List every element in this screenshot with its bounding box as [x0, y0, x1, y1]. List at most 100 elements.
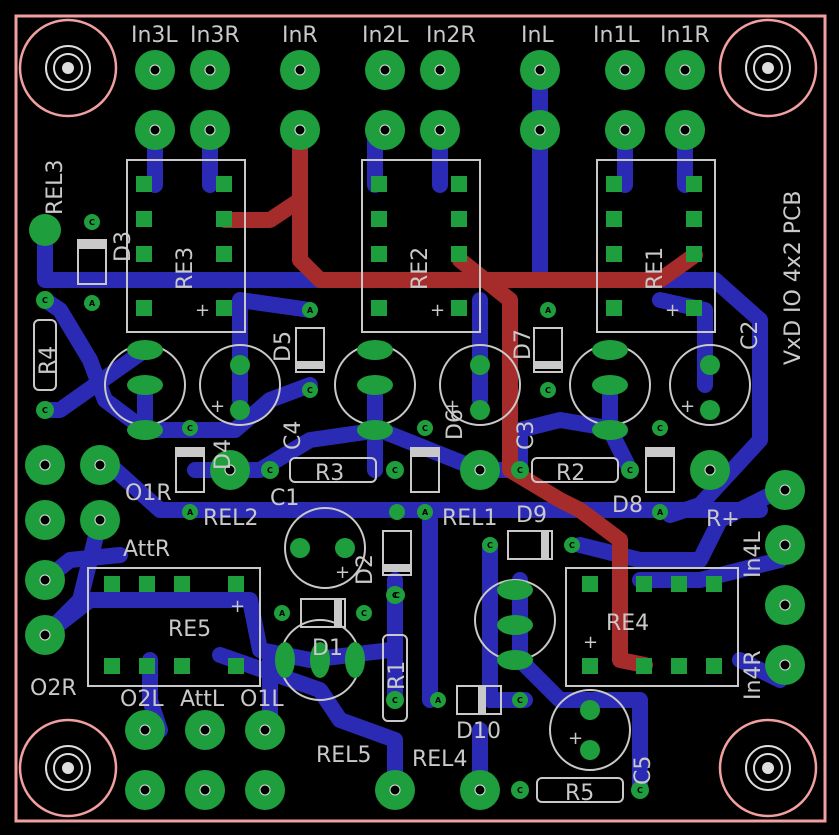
board-title: VxD IO 4x2 PCB: [781, 190, 806, 365]
label-d9: D9: [516, 503, 547, 528]
svg-text:C: C: [487, 541, 493, 550]
svg-text:A: A: [89, 299, 96, 308]
svg-text:+: +: [680, 396, 695, 417]
svg-text:+: +: [665, 300, 680, 321]
label-rel5: REL5: [316, 743, 371, 768]
label-re2: RE2: [408, 247, 433, 290]
resistor-bodies: [33, 319, 624, 803]
svg-text:+: +: [195, 300, 210, 321]
label-r2: R2: [556, 461, 585, 486]
label-d1: D1: [312, 636, 343, 661]
label-attl: AttL: [180, 687, 225, 712]
label-inr: InR: [282, 23, 318, 48]
component-pads: [36, 214, 720, 799]
svg-text:C: C: [392, 466, 398, 475]
svg-text:A: A: [307, 306, 314, 315]
label-rel4: REL4: [412, 747, 467, 772]
label-o1r: O1R: [125, 481, 172, 506]
svg-text:C: C: [42, 406, 48, 415]
label-in1r: In1R: [660, 23, 710, 48]
svg-text:A: A: [422, 508, 429, 517]
label-d8: D8: [612, 493, 643, 518]
label-c3: C3: [514, 421, 539, 450]
svg-text:C: C: [517, 696, 523, 705]
label-attr: AttR: [123, 537, 170, 562]
svg-text:C: C: [627, 466, 633, 475]
label-rel3: REL3: [43, 160, 68, 215]
label-r4: R4: [36, 346, 61, 375]
svg-text:C: C: [42, 296, 48, 305]
svg-text:A: A: [187, 508, 194, 517]
relay-pads: [104, 176, 722, 674]
label-d2: D2: [353, 554, 378, 585]
mounting-hole-bl: [18, 718, 118, 818]
label-in4l: In4L: [741, 531, 766, 578]
label-c5: C5: [631, 756, 656, 785]
label-in1l: In1L: [593, 23, 640, 48]
label-rel2: REL2: [203, 506, 258, 531]
svg-text:C: C: [517, 466, 523, 475]
label-o1l: O1L: [240, 687, 284, 712]
capacitor-outlines: [104, 344, 751, 771]
header-labels: In3L In3R InR In2L In2R InL In1L In1R: [131, 23, 710, 48]
svg-text:C: C: [361, 609, 367, 618]
label-c1: C1: [270, 486, 299, 511]
label-re4: RE4: [606, 611, 649, 636]
diode-labels: D3 D5 D7 D4 D6 D8 D9 D2 D10: [111, 231, 643, 744]
label-in3l: In3L: [131, 23, 178, 48]
svg-text:C: C: [422, 424, 428, 433]
svg-text:C: C: [517, 786, 523, 795]
mounting-hole-tr: [718, 18, 818, 118]
label-c4: C4: [281, 421, 306, 450]
label-r-plus: R+: [706, 507, 740, 532]
svg-text:C: C: [657, 424, 663, 433]
label-o2l: O2L: [120, 687, 164, 712]
label-in2r: In2R: [426, 23, 476, 48]
relay-labels: RE3 RE2 RE1 RE5 RE4: [168, 247, 668, 642]
label-r5: R5: [565, 781, 594, 806]
header-pad-holes: [39, 64, 791, 796]
svg-text:C: C: [637, 786, 643, 795]
svg-text:+: +: [335, 562, 350, 583]
svg-text:+: +: [445, 396, 460, 417]
label-re3: RE3: [173, 247, 198, 290]
svg-text:C: C: [392, 591, 398, 600]
svg-text:A: A: [545, 306, 552, 315]
label-d3: D3: [111, 231, 136, 262]
label-d6: D6: [443, 409, 468, 440]
resistor-labels: R4 R3 R2 R1 R5: [36, 346, 594, 806]
svg-text:C: C: [267, 466, 273, 475]
label-in4r: In4R: [741, 650, 766, 700]
svg-text:C: C: [307, 386, 313, 395]
label-c2: C2: [738, 321, 763, 350]
label-rel1: REL1: [442, 506, 497, 531]
label-r1: R1: [385, 661, 410, 690]
label-o2r: O2R: [30, 676, 77, 701]
svg-text:+: +: [568, 728, 583, 749]
label-d5: D5: [271, 331, 296, 362]
label-inl: InL: [521, 23, 554, 48]
diode-bodies: [77, 239, 675, 715]
label-re5: RE5: [168, 617, 211, 642]
svg-text:C: C: [89, 218, 95, 227]
mounting-hole-tl: [18, 18, 118, 118]
svg-text:C: C: [545, 386, 551, 395]
svg-text:C: C: [394, 591, 400, 600]
label-re1: RE1: [643, 247, 668, 290]
svg-text:+: +: [210, 396, 225, 417]
svg-text:C: C: [569, 541, 575, 550]
label-d10: D10: [456, 719, 501, 744]
label-r3: R3: [315, 461, 344, 486]
pad-marks: C A A C A C C A C A C A C C C A C A C C …: [42, 218, 664, 795]
pad-labels: REL3 O1R REL2 REL1 AttR O2R O2L AttL O1L…: [30, 160, 766, 772]
label-in2l: In2L: [362, 23, 409, 48]
polarity-marks: + + + + + + + + + +: [195, 300, 695, 749]
capacitor-labels: C2 C4 C3 C1 C5: [270, 321, 763, 785]
svg-text:C: C: [392, 696, 398, 705]
svg-text:+: +: [583, 632, 598, 653]
svg-text:A: A: [279, 609, 286, 618]
svg-text:C: C: [187, 424, 193, 433]
label-d7: D7: [511, 329, 536, 360]
board-outline: [14, 14, 827, 823]
